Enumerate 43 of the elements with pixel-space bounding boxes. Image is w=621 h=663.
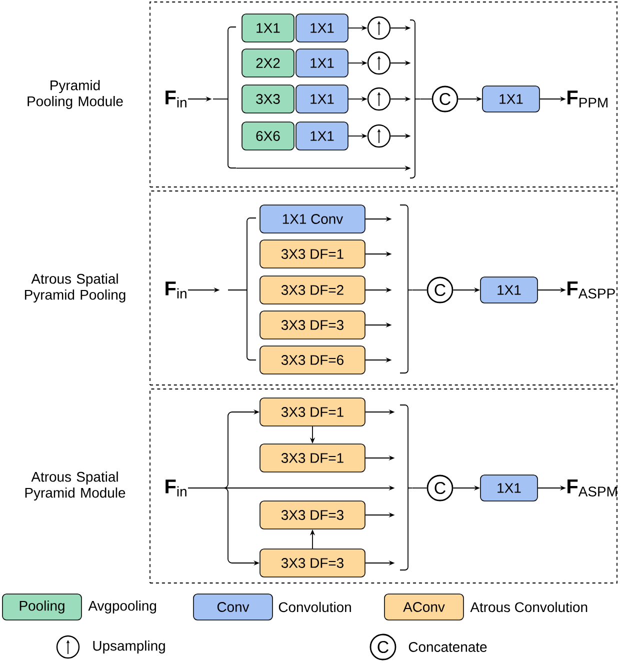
bracket — [212, 26, 236, 168]
atrous-conv-box: 3X3 DF=2 — [260, 276, 366, 304]
output-label: F$_{PPM}$ — [568, 90, 608, 108]
legend-text: Atrous Convolution — [470, 602, 588, 612]
upsampling-icon — [367, 16, 391, 40]
pooling-box: 2X2 — [242, 48, 294, 78]
conv-box: 1X1 — [480, 474, 538, 502]
legend-text: Concatenate — [408, 642, 487, 652]
bracket — [228, 218, 256, 360]
atrous-conv-box: 3X3 DF=3 — [260, 548, 366, 578]
atrous-conv-box: 3X3 DF=6 — [260, 346, 366, 374]
module-heading: Atrous Spatial Pyramid Module — [25, 472, 126, 500]
conv-box: 1X1 — [296, 84, 348, 114]
conv-box: 1X1 — [296, 122, 348, 150]
legend-text: Upsampling — [93, 640, 165, 654]
bracket — [410, 20, 420, 178]
input-label: F$_{in}$ — [166, 282, 186, 298]
input-label: F$_{in}$ — [166, 90, 186, 108]
pooling-box: 6X6 — [242, 122, 294, 150]
module-heading: Pyramid Pooling Module — [28, 80, 123, 109]
atrous-conv-box: 3X3 DF=1 — [260, 398, 366, 426]
pooling-box: 3X3 — [242, 84, 294, 114]
atrous-conv-box: 3X3 DF=3 — [260, 500, 366, 530]
atrous-conv-box: 3X3 DF=1 — [260, 240, 366, 268]
legend-text: Convolution — [278, 602, 351, 612]
bracket — [400, 404, 412, 570]
output-label: F$_{ASPP}$ — [568, 282, 615, 298]
atrous-conv-box: 3X3 DF=3 — [260, 310, 366, 340]
conv-box: 1X1 — [482, 86, 540, 112]
conv-box: 1X1 — [296, 14, 348, 42]
legend-text: Avgpooling — [88, 600, 156, 614]
pooling-box: 1X1 — [242, 14, 294, 42]
input-label: F$_{in}$ — [166, 480, 186, 496]
upsampling-icon — [367, 87, 391, 111]
upsampling-icon — [367, 124, 391, 148]
atrous-conv-box: 3X3 DF=1 — [260, 444, 366, 472]
output-label: F$_{ASPM}$ — [568, 480, 617, 496]
module-heading: Atrous Spatial Pyramid Pooling — [24, 274, 126, 302]
conv-box: 1X1 — [296, 48, 348, 78]
upsampling-icon — [367, 51, 391, 75]
bracket — [400, 204, 412, 374]
conv-box: 1X1 Conv — [260, 204, 366, 234]
conv-box: 1X1 — [480, 276, 538, 304]
